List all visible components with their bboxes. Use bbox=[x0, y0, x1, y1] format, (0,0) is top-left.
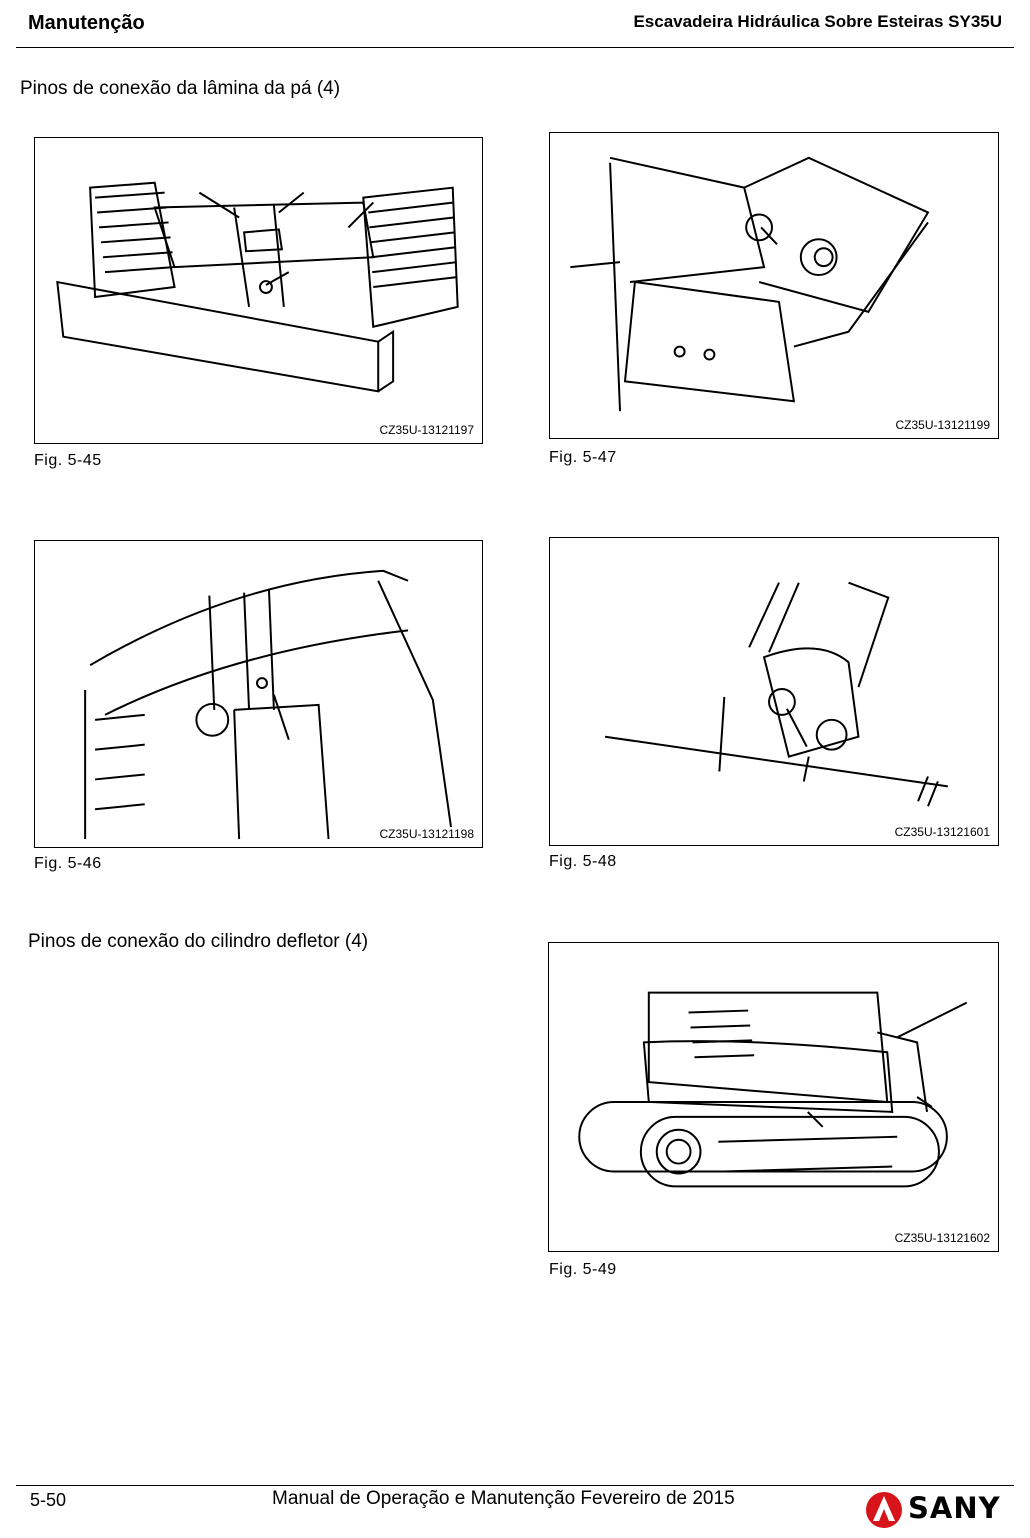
figure-caption: Fig. 5-45 bbox=[34, 452, 102, 469]
figure-caption: Fig. 5-49 bbox=[549, 1261, 617, 1278]
section-heading-blade-pins: Pinos de conexão da lâmina da pá (4) bbox=[20, 78, 341, 99]
figure-5-47-image: CZ35U-13121199 bbox=[549, 132, 999, 439]
figure-code: CZ35U-13121197 bbox=[378, 423, 475, 437]
figure-code: CZ35U-13121601 bbox=[893, 825, 991, 839]
sany-wordmark: SANY bbox=[908, 1491, 1001, 1525]
blade-pin-detail-illustration bbox=[570, 156, 930, 412]
sany-logo: SANY bbox=[864, 1490, 1014, 1530]
figure-5-46-image: CZ35U-13121198 bbox=[34, 540, 483, 848]
figure-code: CZ35U-13121602 bbox=[893, 1231, 991, 1245]
figure-caption: Fig. 5-47 bbox=[549, 449, 617, 466]
section-heading-deflector-pins: Pinos de conexão do cilindro defletor (4… bbox=[28, 931, 369, 952]
figure-5-49-image: CZ35U-13121602 bbox=[548, 942, 999, 1252]
figure-5-48-image: CZ35U-13121601 bbox=[549, 537, 999, 846]
cylinder-pin-illustration bbox=[604, 581, 949, 807]
header-product-title: Escavadeira Hidráulica Sobre Esteiras SY… bbox=[633, 12, 1002, 31]
header-divider bbox=[16, 47, 1014, 48]
figure-code: CZ35U-13121199 bbox=[894, 418, 991, 432]
deflector-cylinder-illustration bbox=[578, 991, 968, 1188]
footer-manual-title: Manual de Operação e Manutenção Fevereir… bbox=[272, 1488, 735, 1509]
figure-caption: Fig. 5-48 bbox=[549, 853, 617, 870]
blade-pin-lower-illustration bbox=[84, 569, 454, 840]
blade-pins-illustration bbox=[56, 181, 459, 393]
footer-page-number: 5-50 bbox=[30, 1490, 67, 1510]
figure-caption: Fig. 5-46 bbox=[34, 855, 102, 872]
sany-emblem-icon bbox=[866, 1492, 902, 1528]
footer-divider bbox=[16, 1485, 1014, 1486]
figure-code: CZ35U-13121198 bbox=[378, 827, 475, 841]
figure-5-45-image: CZ35U-13121197 bbox=[34, 137, 483, 444]
header-section-title: Manutenção bbox=[28, 12, 145, 34]
